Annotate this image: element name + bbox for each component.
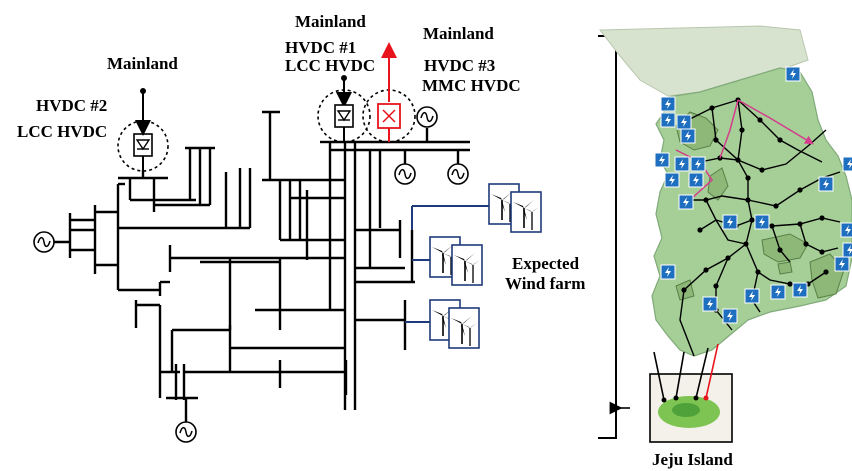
lightning-badge-icon [843,157,852,171]
lightning-badge-icon [843,243,852,257]
lightning-badge-icon [689,173,703,187]
generator-icon [448,164,468,184]
lightning-badge-icon [655,153,669,167]
korea-map [598,26,852,442]
lightning-badge-icon [835,257,849,271]
lightning-badge-icon [771,285,785,299]
lightning-badge-icon [661,113,675,127]
lightning-badge-icon [679,195,693,209]
hvdc1-converter [318,75,370,142]
hvdc2-converter [118,88,168,171]
lightning-badge-icon [661,265,675,279]
hvdc3-mmc-converter [363,50,415,142]
lightning-badge-icon [841,223,852,237]
generator-icon [34,232,54,252]
lightning-badge-icon [786,67,800,81]
lightning-badge-icon [723,309,737,323]
lightning-badge-icon [691,157,705,171]
lightning-badge-icon [819,177,833,191]
lightning-badge-icon [793,283,807,297]
generator-icon [176,422,196,442]
lightning-badge-icon [675,157,689,171]
wind-farm-bottom [430,300,479,348]
lightning-badge-icon [755,215,769,229]
lightning-badge-icon [665,173,679,187]
transmission-network [43,112,470,422]
lightning-badge-icon [677,115,691,129]
generator-icon [417,107,437,127]
lightning-badge-icon [745,289,759,303]
wind-turbine-icon [452,245,482,285]
lightning-badge-icon [661,97,675,111]
generator-icon [395,164,415,184]
wind-turbine-icon [511,192,541,232]
lightning-badge-icon [723,215,737,229]
wind-farm-middle [430,237,482,285]
wind-farm-top [489,184,541,232]
wind-turbine-icon [449,308,479,348]
lightning-badge-icon [703,297,717,311]
lightning-badge-icon [681,129,695,143]
